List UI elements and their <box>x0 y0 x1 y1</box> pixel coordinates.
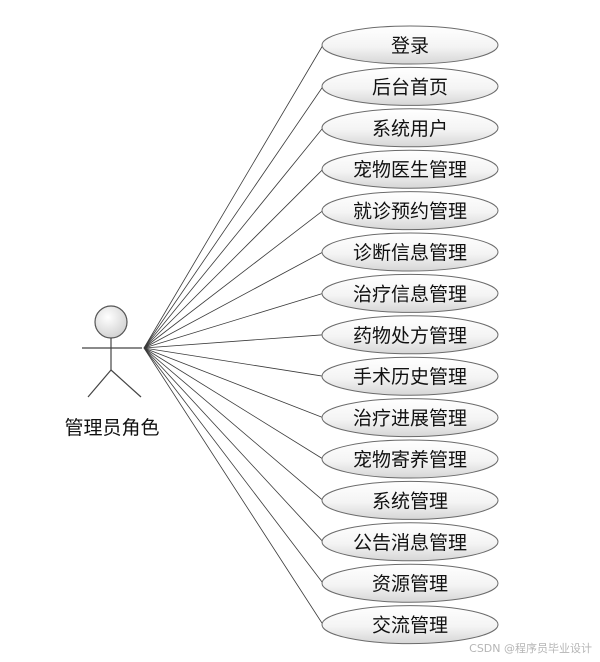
use-case-item: 交流管理 <box>321 605 499 645</box>
use-case-item: 宠物医生管理 <box>321 149 499 189</box>
use-case-label: 公告消息管理 <box>353 532 467 554</box>
use-case-label: 治疗信息管理 <box>353 283 467 305</box>
association-line <box>143 210 324 349</box>
actor-leg-right <box>110 369 142 398</box>
use-case-item: 后台首页 <box>321 66 499 106</box>
association-line <box>143 347 324 460</box>
use-case-item: 宠物寄养管理 <box>321 439 499 479</box>
association-lines <box>143 44 324 625</box>
use-case-label: 药物处方管理 <box>353 325 467 347</box>
association-line <box>143 347 324 418</box>
actor-head-icon <box>94 305 128 339</box>
association-line <box>143 44 324 349</box>
use-case-label: 系统用户 <box>372 118 448 140</box>
use-case-ellipse <box>321 66 499 106</box>
use-case-ellipse <box>321 232 499 272</box>
use-case-label: 诊断信息管理 <box>353 242 467 264</box>
use-case-item: 治疗进展管理 <box>321 398 499 438</box>
association-line <box>143 347 324 377</box>
use-case-ellipse <box>321 398 499 438</box>
use-case-ellipse <box>321 108 499 148</box>
use-case-ellipse <box>321 25 499 65</box>
use-case-item: 就诊预约管理 <box>321 191 499 231</box>
use-case-item: 系统管理 <box>321 480 499 520</box>
use-case-list: 登录后台首页系统用户宠物医生管理就诊预约管理诊断信息管理治疗信息管理药物处方管理… <box>321 25 499 645</box>
use-case-item: 登录 <box>321 25 499 65</box>
use-case-ellipse <box>321 356 499 396</box>
use-case-item: 诊断信息管理 <box>321 232 499 272</box>
use-case-label: 系统管理 <box>372 490 448 512</box>
use-case-ellipse <box>321 605 499 645</box>
use-case-ellipse <box>321 315 499 355</box>
association-line <box>143 334 324 349</box>
use-case-item: 系统用户 <box>321 108 499 148</box>
use-case-label: 后台首页 <box>372 76 448 98</box>
use-case-label: 手术历史管理 <box>353 366 467 388</box>
use-case-ellipse <box>321 439 499 479</box>
use-case-ellipse <box>321 149 499 189</box>
association-line <box>143 347 324 543</box>
use-case-item: 治疗信息管理 <box>321 273 499 313</box>
use-case-label: 就诊预约管理 <box>353 201 467 223</box>
use-case-label: 交流管理 <box>372 615 448 637</box>
association-line <box>143 168 324 349</box>
association-line <box>143 347 324 584</box>
use-case-label: 宠物医生管理 <box>353 159 467 181</box>
use-case-label: 登录 <box>391 35 429 57</box>
association-line <box>143 347 324 501</box>
association-line <box>143 86 324 349</box>
association-line <box>143 347 324 625</box>
use-case-item: 手术历史管理 <box>321 356 499 396</box>
use-case-ellipse <box>321 480 499 520</box>
watermark-text: CSDN @程序员毕业设计 <box>469 641 592 655</box>
use-case-ellipse <box>321 191 499 231</box>
association-line <box>143 293 324 349</box>
actor-admin: 管理员角色 <box>64 305 160 439</box>
use-case-item: 公告消息管理 <box>321 522 499 562</box>
use-case-ellipse <box>321 563 499 603</box>
use-case-item: 药物处方管理 <box>321 315 499 355</box>
use-case-label: 治疗进展管理 <box>353 408 467 430</box>
use-case-ellipse <box>321 273 499 313</box>
association-line <box>143 127 324 349</box>
use-case-item: 资源管理 <box>321 563 499 603</box>
use-case-label: 资源管理 <box>372 573 448 595</box>
use-case-label: 宠物寄养管理 <box>353 449 467 471</box>
actor-leg-left <box>87 369 112 398</box>
actor-label: 管理员角色 <box>64 417 159 439</box>
use-case-ellipse <box>321 522 499 562</box>
association-line <box>143 251 324 349</box>
